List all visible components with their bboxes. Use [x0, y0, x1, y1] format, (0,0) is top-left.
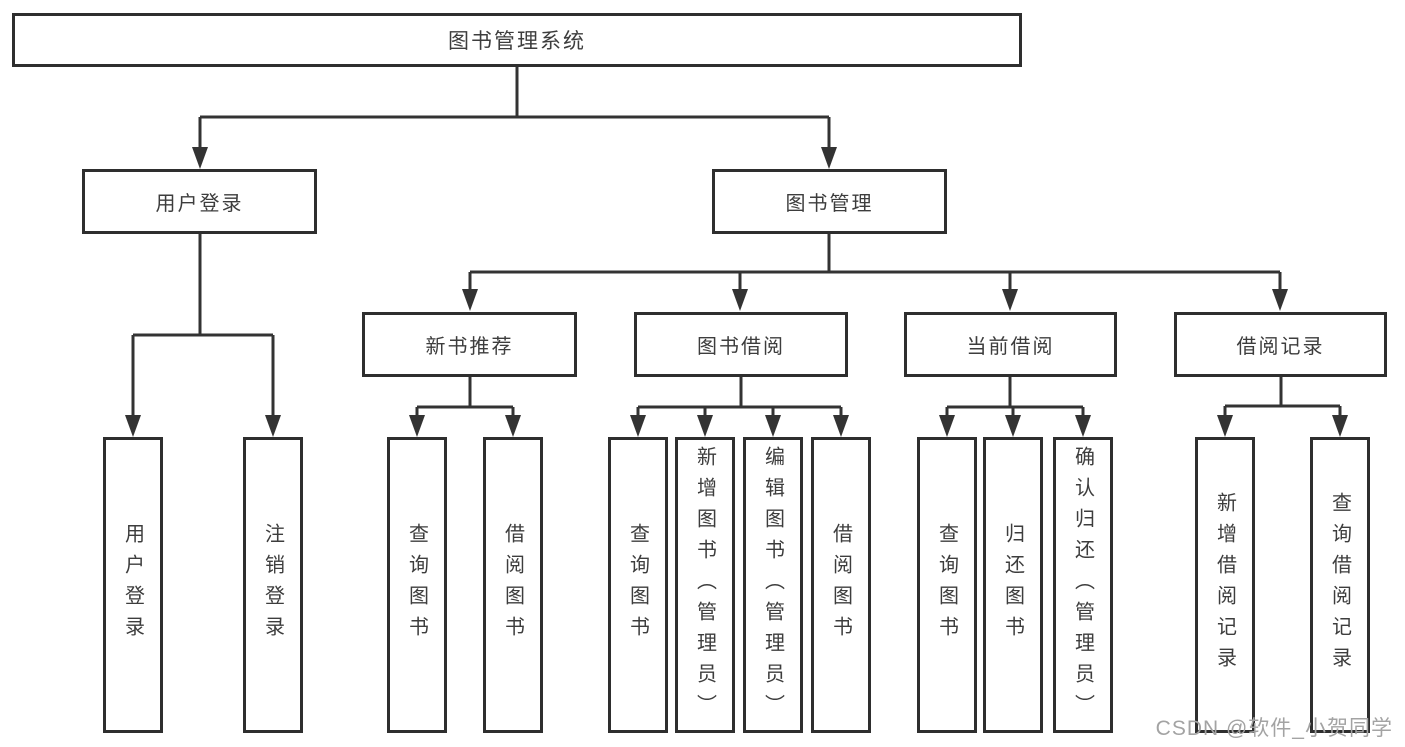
arrowhead: [125, 415, 141, 437]
arrowhead: [821, 147, 837, 169]
node-label: 查询图书: [405, 523, 428, 647]
node-label: 注销登录: [261, 523, 284, 647]
leaf-return-book: 归还图书: [983, 437, 1043, 733]
arrowhead: [630, 415, 646, 437]
leaf-borrow-books-borrowing: 借阅图书: [811, 437, 871, 733]
leaf-query-books-current: 查询图书: [917, 437, 977, 733]
connector-book-borrow-children: [630, 377, 849, 437]
node-label: 查询图书: [935, 523, 958, 647]
connector-current-borrow-children: [939, 377, 1091, 437]
node-library-system: 图书管理系统: [12, 13, 1022, 67]
node-label: 新书推荐: [425, 336, 514, 358]
node-label: 编辑图书（管理员）: [761, 445, 784, 725]
node-label: 图书管理系统: [448, 30, 586, 53]
node-label: 借阅图书: [829, 523, 852, 647]
node-label: 图书管理: [785, 193, 874, 215]
arrowhead: [833, 415, 849, 437]
arrowhead: [732, 289, 748, 311]
arrowhead: [409, 415, 425, 437]
node-current-borrowing: 当前借阅: [904, 312, 1117, 377]
arrowhead: [1272, 289, 1288, 311]
arrowhead: [939, 415, 955, 437]
connector-borrow-records-children: [1217, 377, 1348, 437]
connector-book-mgmt-children: [462, 234, 1288, 311]
node-user-login: 用户登录: [82, 169, 317, 234]
node-book-management: 图书管理: [712, 169, 947, 234]
arrowhead: [1005, 415, 1021, 437]
arrowhead: [1075, 415, 1091, 437]
arrowhead: [1217, 415, 1233, 437]
node-label: 借阅图书: [501, 523, 524, 647]
arrowhead: [1332, 415, 1348, 437]
leaf-add-book-admin: 新增图书（管理员）: [675, 437, 735, 733]
node-label: 新增图书（管理员）: [693, 445, 716, 725]
node-label: 归还图书: [1001, 523, 1024, 647]
connector-new-book-rec-children: [409, 377, 521, 437]
leaf-query-books-recommend: 查询图书: [387, 437, 447, 733]
node-label: 查询借阅记录: [1328, 492, 1351, 678]
csdn-watermark: CSDN @软件_小贺同学: [1155, 717, 1393, 740]
leaf-borrow-books-recommend: 借阅图书: [483, 437, 543, 733]
node-label: 用户登录: [155, 193, 244, 215]
node-label: 新增借阅记录: [1213, 492, 1236, 678]
node-label: 图书借阅: [697, 336, 785, 358]
arrowhead: [505, 415, 521, 437]
leaf-add-borrow-record: 新增借阅记录: [1195, 437, 1255, 733]
node-book-borrowing: 图书借阅: [634, 312, 848, 377]
connector-user-login-children: [125, 234, 281, 437]
arrowhead: [462, 289, 478, 311]
leaf-confirm-return-admin: 确认归还（管理员）: [1053, 437, 1113, 733]
leaf-query-books-borrowing: 查询图书: [608, 437, 668, 733]
node-label: 确认归还（管理员）: [1071, 445, 1094, 725]
node-label: 查询图书: [626, 523, 649, 647]
node-label: 当前借阅: [966, 336, 1055, 358]
arrowhead: [1002, 289, 1018, 311]
leaf-logout: 注销登录: [243, 437, 303, 733]
arrowhead: [765, 415, 781, 437]
arrowhead: [192, 147, 208, 169]
leaf-user-login: 用户登录: [103, 437, 163, 733]
arrowhead: [265, 415, 281, 437]
connector-root-to-level2: [192, 67, 837, 169]
node-label: 用户登录: [121, 523, 144, 647]
node-borrowing-records: 借阅记录: [1174, 312, 1387, 377]
arrowhead: [697, 415, 713, 437]
node-label: 借阅记录: [1236, 336, 1325, 358]
leaf-edit-book-admin: 编辑图书（管理员）: [743, 437, 803, 733]
node-new-book-recommend: 新书推荐: [362, 312, 577, 377]
leaf-query-borrow-record: 查询借阅记录: [1310, 437, 1370, 733]
